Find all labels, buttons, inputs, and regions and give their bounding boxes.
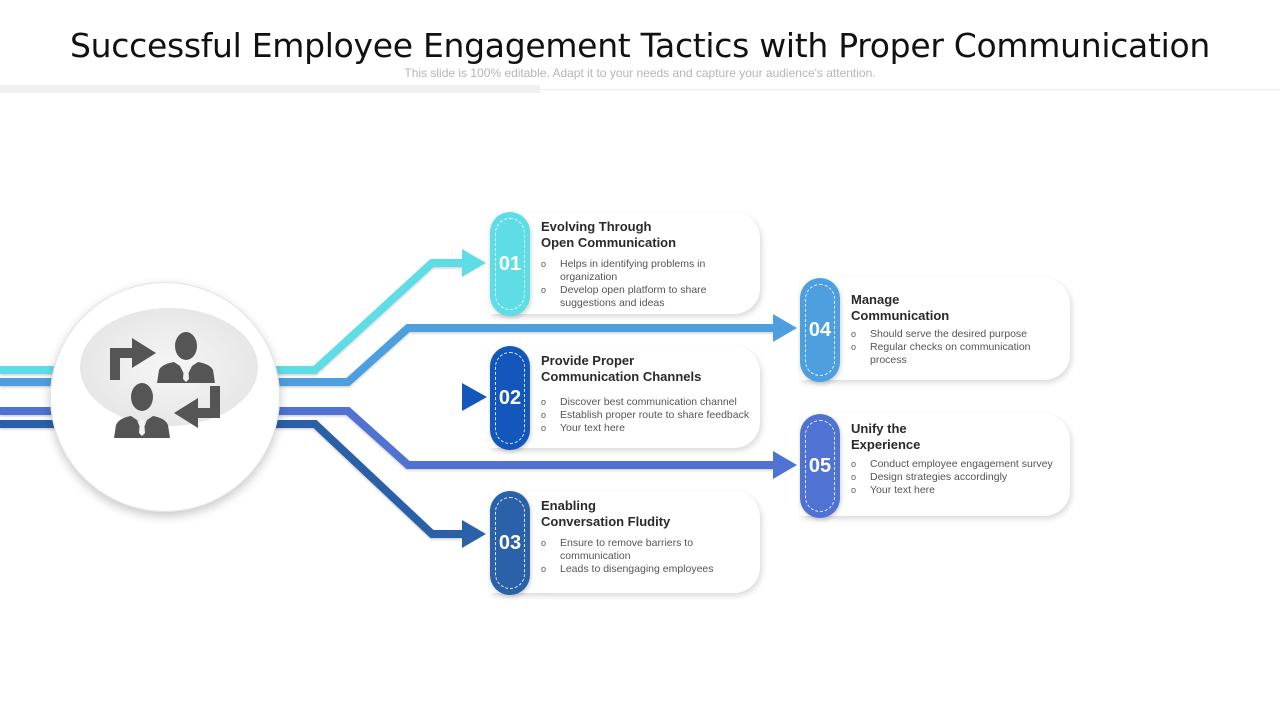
person-icon — [114, 383, 170, 438]
step-bullet: Ensure to remove barriers to communicati… — [541, 537, 756, 563]
step-bullet: Conduct employee engagement survey — [851, 458, 1066, 471]
step-bullet: Your text here — [851, 484, 1066, 497]
step-bullet: Establish proper route to share feedback — [541, 409, 756, 422]
step-card-02: 02 Provide Proper Communication Channels… — [490, 346, 760, 450]
arrowhead-04 — [773, 314, 797, 342]
header-divider-thick — [0, 85, 540, 93]
arrowhead-02 — [462, 383, 487, 411]
step-bullet-list: Ensure to remove barriers to communicati… — [541, 537, 756, 576]
step-number-badge: 05 — [800, 414, 840, 518]
step-bullet-list: Should serve the desired purpose Regular… — [851, 328, 1066, 367]
arrowhead-05 — [773, 451, 797, 479]
step-bullet: Develop open platform to share suggestio… — [541, 284, 756, 310]
step-title: Unify the Experience — [851, 421, 921, 452]
step-number-badge: 03 — [490, 491, 530, 595]
step-title: Evolving Through Open Communication — [541, 219, 677, 250]
step-card-01: 01 Evolving Through Open Communication H… — [490, 212, 760, 316]
step-bullet: Helps in identifying problems in organiz… — [541, 258, 756, 284]
hub-illustration — [110, 332, 220, 438]
slide-title: Successful Employee Engagement Tactics w… — [70, 26, 1210, 65]
arrowhead-01 — [462, 249, 486, 277]
step-number-badge: 02 — [490, 346, 530, 450]
header-divider-thin — [540, 89, 1280, 90]
step-card-04: 04 Manage Communication Should serve the… — [800, 278, 1070, 382]
step-bullet: Your text here — [541, 422, 756, 435]
step-bullet: Should serve the desired purpose — [851, 328, 1066, 341]
step-bullet-list: Conduct employee engagement survey Desig… — [851, 458, 1066, 497]
step-bullet: Regular checks on communication process — [851, 341, 1066, 367]
step-bullet: Discover best communication channel — [541, 396, 756, 409]
step-bullet: Design strategies accordingly — [851, 471, 1066, 484]
step-bullet: Leads to disengaging employees — [541, 563, 756, 576]
hub-circle — [50, 282, 280, 512]
arrowhead-03 — [462, 520, 486, 548]
step-card-03: 03 Enabling Conversation Fludity Ensure … — [490, 491, 760, 595]
arrow-turn-left-icon — [174, 386, 220, 428]
arrow-turn-right-icon — [110, 338, 156, 380]
step-title: Manage Communication — [851, 292, 950, 323]
step-title: Enabling Conversation Fludity — [541, 498, 671, 529]
slide-subtitle: This slide is 100% editable. Adapt it to… — [404, 66, 876, 80]
step-number-badge: 01 — [490, 212, 530, 316]
person-icon — [157, 332, 215, 383]
step-bullet-list: Discover best communication channel Esta… — [541, 396, 756, 435]
step-bullet-list: Helps in identifying problems in organiz… — [541, 258, 756, 310]
step-number-badge: 04 — [800, 278, 840, 382]
step-title: Provide Proper Communication Channels — [541, 353, 702, 384]
step-card-05: 05 Unify the Experience Conduct employee… — [800, 414, 1070, 518]
